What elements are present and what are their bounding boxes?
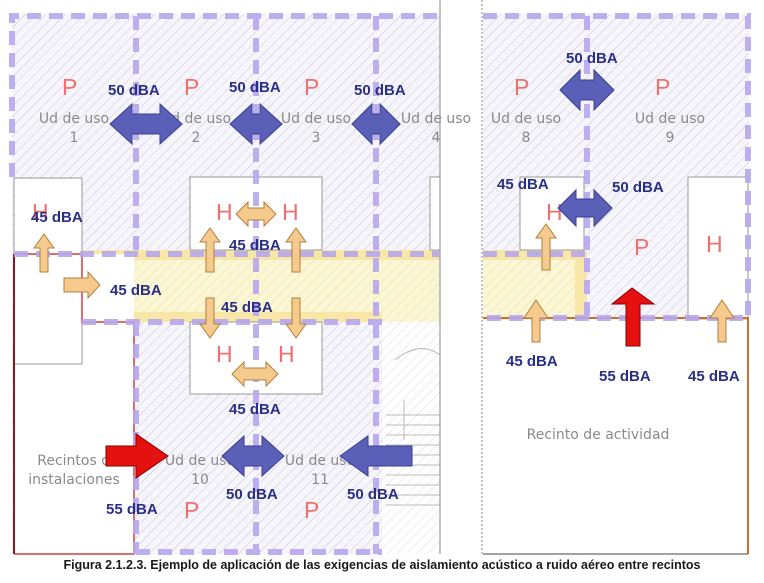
arrow-orange-far-right — [709, 299, 735, 343]
arrow-blue-2-3 — [229, 102, 283, 146]
letter-h-left: H — [32, 199, 49, 225]
value-45-right-top: 45 dBA — [497, 176, 549, 193]
value-50-3-4: 50 dBA — [354, 82, 406, 99]
red-arrows — [105, 287, 656, 479]
arrow-orange-up-1 — [199, 227, 221, 273]
value-50-8-9: 50 dBA — [566, 50, 618, 67]
activity-outline — [483, 317, 749, 554]
arrow-red-left — [105, 433, 169, 479]
letter-h-top-1: H — [216, 199, 233, 225]
arrow-orange-hh-bottom — [231, 360, 279, 388]
arrow-orange-down-2 — [285, 297, 307, 339]
arrow-orange-right-bottom — [523, 299, 549, 343]
unit-10-name: Ud de uso — [165, 453, 235, 469]
arrow-red-right — [610, 287, 656, 347]
unit-8-num: 8 — [522, 130, 531, 146]
arrow-blue-1-2 — [109, 102, 183, 146]
value-45-mid: 45 dBA — [221, 299, 273, 316]
letter-p-2: P — [184, 74, 199, 100]
unit-2-num: 2 — [192, 130, 201, 146]
dba-values: 50 dBA 50 dBA 50 dBA 50 dBA 45 dBA 45 dB… — [31, 50, 740, 518]
value-50-right-h: 50 dBA — [612, 179, 664, 196]
unit-labels: Ud de uso 1 Ud de uso 2 Ud de uso 3 Ud d… — [28, 111, 705, 488]
arrow-orange-down-1 — [199, 297, 221, 339]
value-50-2-3: 50 dBA — [229, 79, 281, 96]
value-50-10-11: 50 dBA — [226, 486, 278, 503]
unit-1-num: 1 — [70, 130, 79, 146]
arrow-blue-right-h — [557, 188, 613, 228]
value-45-hh-top: 45 dBA — [229, 237, 281, 254]
letter-h-right: H — [546, 199, 563, 225]
figure-caption: Figura 2.1.2.3. Ejemplo de aplicación de… — [63, 558, 701, 572]
h-room-edge — [429, 176, 441, 251]
orange-arrows — [33, 200, 735, 388]
value-50-11-right: 50 dBA — [347, 486, 399, 503]
activity-room — [483, 320, 749, 554]
value-55-left: 55 dBA — [106, 501, 158, 518]
corridor-bottom-band — [82, 312, 382, 322]
unit-1-name: Ud de uso — [39, 111, 109, 127]
value-45-right-bottom: 45 dBA — [506, 353, 558, 370]
unit-8-name: Ud de uso — [491, 111, 561, 127]
unit-3-name: Ud de uso — [281, 111, 351, 127]
arrow-orange-hh-top — [235, 200, 277, 228]
value-50-1-2: 50 dBA — [108, 82, 160, 99]
letter-h-bot-1: H — [216, 341, 233, 367]
letter-p-1: P — [62, 74, 77, 100]
unit-11-num: 11 — [311, 472, 329, 488]
arrow-orange-up-2 — [285, 227, 307, 273]
value-45-corridor: 45 dBA — [110, 282, 162, 299]
left-corridor — [82, 250, 440, 322]
blue-double-arrows — [109, 68, 615, 478]
arrow-blue-8-9 — [559, 68, 615, 112]
activity-label: Recinto de actividad — [527, 427, 670, 443]
unit-9-name: Ud de uso — [635, 111, 705, 127]
letter-h-top-2: H — [282, 199, 299, 225]
unit-4-num: 4 — [432, 130, 441, 146]
value-45-left: 45 dBA — [31, 209, 83, 226]
letter-p-10: P — [184, 497, 199, 523]
unit-4-name: Ud de uso — [401, 111, 471, 127]
unit-3-num: 3 — [312, 130, 321, 146]
letter-h-bot-2: H — [278, 341, 295, 367]
unit-10-num: 10 — [191, 472, 209, 488]
value-55-right: 55 dBA — [599, 368, 651, 385]
arrow-blue-11-right — [339, 435, 413, 477]
letter-p-8: P — [514, 74, 529, 100]
right-h-room-2 — [687, 176, 749, 321]
installations-label-2: instalaciones — [28, 472, 120, 488]
arrow-orange-left-up — [33, 233, 55, 273]
arrow-blue-10-11 — [221, 434, 285, 478]
value-45-far-right: 45 dBA — [688, 368, 740, 385]
arrow-blue-3-4 — [351, 102, 401, 146]
stairs — [386, 348, 441, 506]
room-letters: P P P P P H H H H H H P H P P — [32, 74, 723, 523]
unit-11-name: Ud de uso — [285, 453, 355, 469]
installations-label-1: Recintos de — [37, 453, 118, 469]
unit-9-num: 9 — [666, 130, 675, 146]
letter-h-far-right: H — [706, 231, 723, 257]
value-45-hh-bottom: 45 dBA — [229, 401, 281, 418]
stairs-area — [382, 322, 440, 554]
letter-p-right: P — [634, 234, 649, 260]
arrow-orange-corridor — [63, 270, 101, 300]
letter-p-11: P — [304, 497, 319, 523]
arrow-orange-right-up — [535, 223, 557, 271]
letter-p-9: P — [655, 74, 670, 100]
letter-p-3: P — [304, 74, 319, 100]
